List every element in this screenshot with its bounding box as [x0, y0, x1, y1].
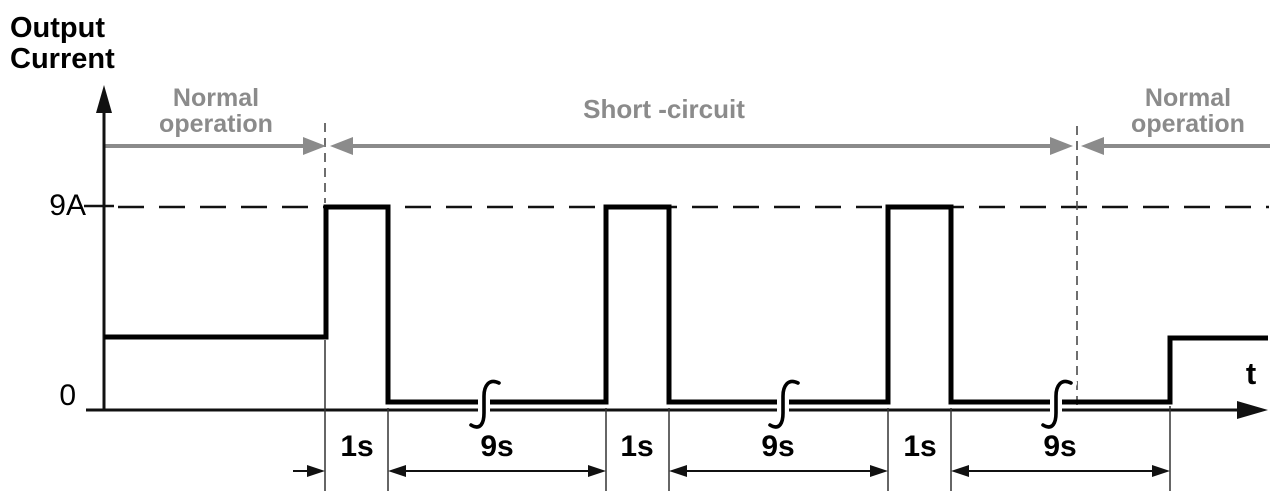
phase-label-short-circuit: Short -circuit	[583, 94, 745, 124]
x-label-t: t	[1245, 356, 1257, 391]
axis-title-line2: Current	[10, 43, 115, 75]
duration-label-1s-3: 1s	[903, 430, 937, 463]
x-axis	[86, 401, 1268, 419]
dimension-9s-1	[388, 465, 606, 477]
axis-title-line1: Output	[10, 12, 106, 44]
duration-label-9s-2: 9s	[761, 430, 795, 463]
phase-label-normal-left: Normal operation	[159, 84, 273, 138]
phase-arrow-normal-right	[1081, 137, 1270, 155]
dimension-9s-2	[669, 465, 888, 477]
dimension-lead-arrow	[293, 465, 325, 477]
x-axis-arrowhead	[1237, 401, 1268, 419]
current-waveform	[104, 204, 1268, 405]
phase-arrow-short-circuit	[330, 137, 1073, 155]
dimension-9s-3	[951, 465, 1170, 477]
duration-label-1s-1: 1s	[340, 430, 374, 463]
phase-arrow-normal-left	[104, 137, 326, 155]
duration-label-1s-2: 1s	[620, 430, 654, 463]
duration-label-9s-3: 9s	[1043, 430, 1077, 463]
phase-label-normal-right: Normal operation	[1131, 84, 1245, 138]
axis-title: Output Current	[10, 13, 115, 75]
y-axis-arrowhead	[96, 85, 112, 113]
y-label-peak: 9A	[49, 189, 86, 222]
extension-lines	[324, 340, 1171, 491]
y-label-zero: 0	[59, 379, 76, 412]
duration-label-9s-1: 9s	[480, 430, 514, 463]
y-axis	[96, 85, 112, 410]
